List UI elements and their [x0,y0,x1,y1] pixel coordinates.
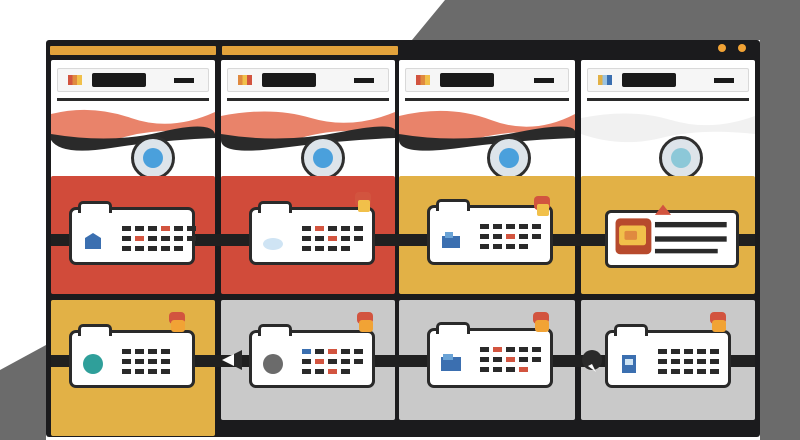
badge-icon[interactable] [131,136,175,180]
figure-badge-icon [710,312,726,332]
blue-document-icon [622,355,636,373]
blue-folder-icon [85,233,101,249]
toolbar-title-block [622,73,676,87]
badge-icon[interactable] [487,136,531,180]
wave-decoration [51,109,215,151]
figure-badge-icon [533,312,549,332]
divider [587,98,749,101]
color-swatch [598,75,612,85]
data-bars [302,349,363,379]
data-bars [658,349,719,379]
cloud-icon [263,238,283,250]
window-dot-icon[interactable] [738,44,746,52]
data-bars [122,349,170,379]
toolbar-menu-icon[interactable] [174,78,194,83]
color-swatch [238,75,252,85]
window-dot-icon[interactable] [718,44,726,52]
toolbar-menu-icon[interactable] [534,78,554,83]
data-card[interactable] [69,324,195,388]
teal-circle-icon [83,354,103,374]
column-header [221,60,395,189]
data-bars [480,347,541,377]
toolbar-title-block [92,73,146,87]
column-header [581,60,755,189]
valve-icon[interactable] [218,346,246,374]
card-tab [258,324,292,336]
header-strip [50,46,216,55]
color-swatch [68,75,82,85]
wave-decoration [221,111,395,151]
card-tab [436,199,470,211]
toolbar-title-block [440,73,494,87]
column-header [51,60,215,189]
valve-icon[interactable] [578,346,606,374]
wave-decoration [581,113,755,143]
data-card[interactable] [249,324,375,388]
column-header [399,60,575,189]
toolbar-title-block [262,73,316,87]
toolbar-menu-icon[interactable] [354,78,374,83]
card-tab [258,201,292,213]
data-bars [122,226,196,256]
toolbar [587,68,749,92]
header-strip [222,46,398,55]
toolbar [227,68,389,92]
data-bars [480,224,541,254]
data-bars [302,226,363,256]
figure-badge-icon [355,192,371,212]
divider [57,98,209,101]
card-tab [614,324,648,336]
figure-badge-icon [534,196,550,216]
data-card[interactable] [427,322,553,388]
card-tab [78,201,112,213]
figure-badge-icon [357,312,373,332]
figure-badge-icon [169,312,185,332]
data-card[interactable] [249,201,375,265]
wave-decoration [399,110,575,151]
divider [405,98,569,101]
figure-badge-icon [654,204,672,215]
color-swatch [416,75,430,85]
blue-folder-icon [441,354,461,371]
toolbar [57,68,209,92]
badge-icon[interactable] [301,136,345,180]
wallet-card[interactable] [605,210,739,268]
toolbar [405,68,569,92]
data-card[interactable] [427,199,553,265]
card-tab [436,322,470,334]
blue-folder-icon [442,232,460,248]
divider [227,98,389,101]
connector-pipe [51,234,755,246]
data-card[interactable] [69,201,196,265]
badge-icon[interactable] [659,136,703,180]
wallet-icon [611,213,733,265]
toolbar-menu-icon[interactable] [714,78,734,83]
gray-circle-icon [263,354,283,374]
card-tab [78,324,112,336]
data-card[interactable] [605,324,731,388]
